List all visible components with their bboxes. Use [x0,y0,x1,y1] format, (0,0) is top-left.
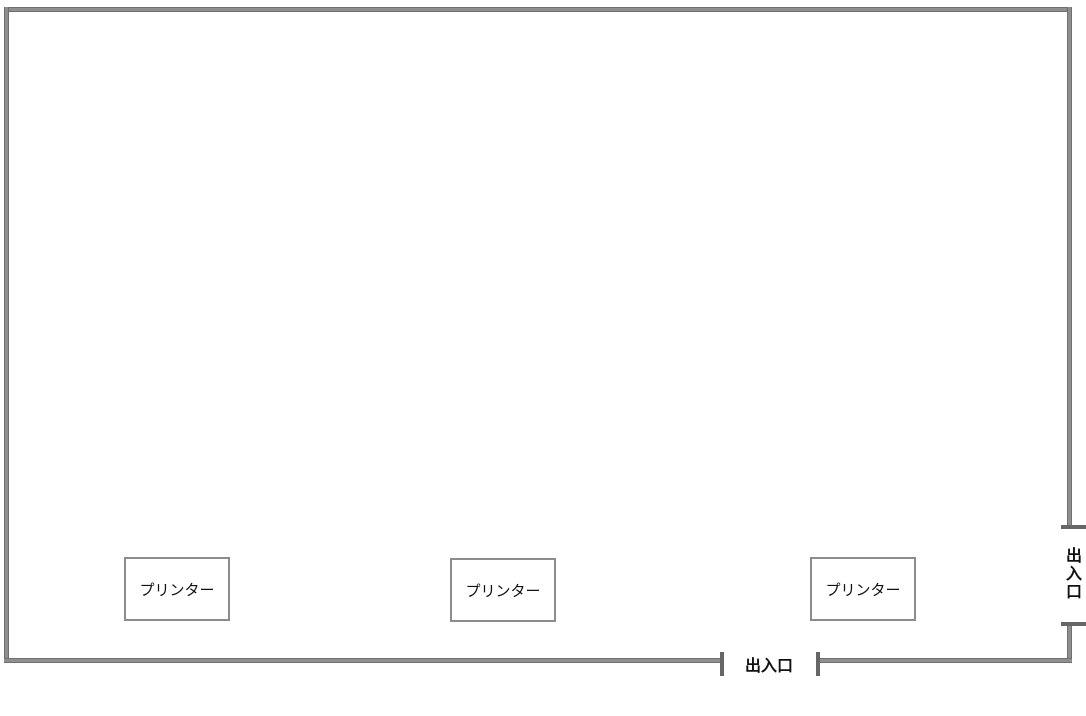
printer-label: プリンター [825,580,901,599]
printer-3: プリンター [810,557,916,621]
door-jamb-right-top [1061,525,1086,529]
printer-label: プリンター [139,580,215,599]
wall-right-lower [1067,624,1072,663]
door-jamb-bottom-left [720,652,724,676]
wall-left [4,7,9,663]
printer-label: プリンター [465,581,541,600]
wall-top [4,7,1072,12]
printer-1: プリンター [124,557,230,621]
wall-right-upper [1067,7,1072,527]
printer-2: プリンター [450,558,556,622]
entrance-label-right: 出入口 [1063,547,1082,601]
entrance-label-bottom: 出入口 [745,656,794,675]
door-jamb-bottom-right [816,652,820,676]
wall-bottom-left [4,658,722,663]
wall-bottom-right [818,658,1072,663]
door-jamb-right-bottom [1061,622,1086,626]
